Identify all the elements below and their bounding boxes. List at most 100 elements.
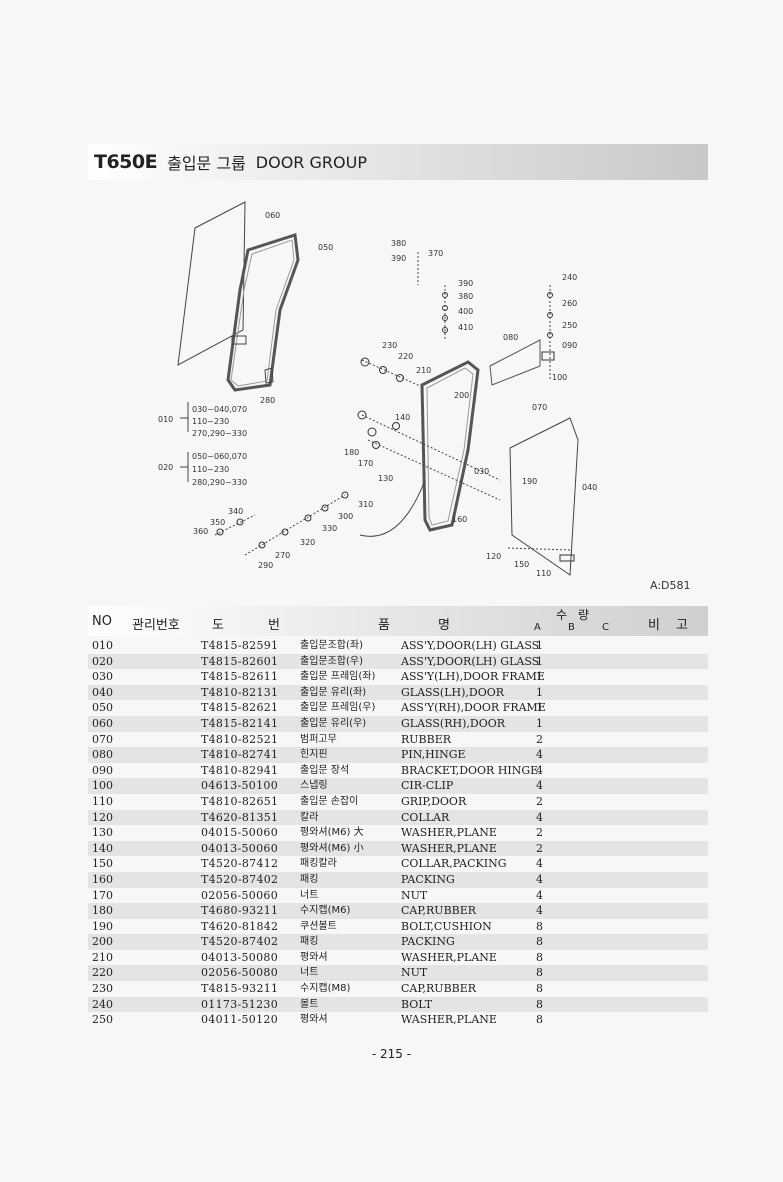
part-no-cell: 200 (92, 935, 113, 949)
part-number-cell: T4815-82621 (201, 701, 279, 715)
callout-280: 280 (260, 396, 275, 405)
part-no-cell: 120 (92, 810, 113, 824)
part-number-cell: T4815-82141 (201, 716, 279, 730)
door-frame-lh (226, 233, 300, 392)
hardware-part (442, 305, 448, 311)
korean-name-cell: 출입문 프레임(우) (300, 702, 376, 714)
part-no-cell: 060 (92, 716, 113, 730)
quantity-a-cell: 4 (536, 810, 543, 824)
callout-350: 350 (210, 518, 225, 527)
korean-name-cell: 패킹 (300, 873, 319, 885)
korean-name-cell: 수지캡(M8) (300, 983, 351, 995)
part-no-cell: 230 (92, 982, 113, 996)
part-no-cell: 210 (92, 950, 113, 964)
quantity-a-cell: 8 (536, 1013, 543, 1027)
part-number-cell: T4680-93211 (201, 904, 279, 918)
washer-210 (396, 374, 404, 382)
header-do: 도 (212, 618, 224, 633)
korean-name-cell: 힌지핀 (300, 749, 328, 761)
quantity-a-cell: 8 (536, 966, 543, 980)
part-no-cell: 140 (92, 841, 113, 855)
part-number-cell: T4810-82741 (201, 748, 279, 762)
callout-130: 130 (378, 474, 393, 483)
english-name-cell: PACKING (401, 935, 455, 949)
group-010-line-3: 270,290~330 (192, 429, 247, 438)
part-number-cell: T4520-87412 (201, 857, 279, 871)
english-name-cell: WASHER,PLANE (401, 950, 497, 964)
part-number-cell: T4815-82611 (201, 670, 279, 684)
quantity-a-cell: 4 (536, 763, 543, 777)
callout-170: 170 (358, 459, 373, 468)
callout-390: 390 (391, 254, 406, 263)
english-name-cell: PACKING (401, 872, 455, 886)
part-number-cell: T4620-81351 (201, 810, 279, 824)
quantity-a-cell: 1 (536, 716, 543, 730)
english-name-cell: CAP,RUBBER (401, 904, 477, 918)
hardware-part (442, 327, 448, 333)
callout-110: 110 (536, 569, 551, 578)
hinge-bracket-090 (541, 351, 555, 361)
grip-110 (559, 554, 575, 562)
cap-180 (357, 410, 367, 420)
header-c: C (602, 622, 609, 633)
callout-220: 220 (398, 352, 413, 361)
quantity-a-cell: 8 (536, 935, 543, 949)
korean-name-cell: 출입문 손잡이 (300, 795, 359, 807)
exploded-parts-diagram: 060 050 380 390 370 390 380 400 410 240 … (100, 190, 700, 600)
header-no: NO (92, 614, 112, 629)
fastener-line (361, 414, 501, 481)
part-number-cell: T4815-82591 (201, 639, 279, 652)
korean-name-cell: 쿠션볼트 (300, 920, 337, 932)
callout-060: 060 (265, 211, 280, 220)
handle-lh (231, 335, 247, 345)
model-name: T650E (94, 151, 158, 173)
callout-100: 100 (552, 373, 567, 382)
hardware-part (547, 312, 553, 318)
title-english: DOOR GROUP (255, 152, 367, 172)
washer-140 (392, 422, 400, 430)
quantity-a-cell: 2 (536, 732, 543, 746)
hardware-part (442, 292, 448, 298)
hardware-part (547, 292, 553, 298)
korean-name-cell: 출입문 유리(좌) (300, 686, 367, 698)
diagram-svg: 060 050 380 390 370 390 380 400 410 240 … (158, 201, 597, 578)
header-b: B (568, 622, 575, 633)
english-name-cell: CIR-CLIP (401, 779, 454, 793)
quantity-a-cell: 1 (536, 639, 543, 652)
callout-140: 140 (395, 413, 410, 422)
callout-290: 290 (258, 561, 273, 570)
hardware-part (547, 332, 553, 338)
header-su: 수 (556, 608, 568, 622)
part-number-cell: 02056-50060 (201, 888, 279, 902)
korean-name-cell: 패킹칼라 (300, 858, 337, 870)
callout-090: 090 (562, 341, 577, 350)
korean-name-cell: 패킹 (300, 936, 319, 948)
english-name-cell: BOLT (401, 997, 433, 1011)
washer-130 (372, 441, 380, 449)
callout-040: 040 (582, 483, 597, 492)
part-no-cell: 020 (92, 654, 113, 668)
callout-240: 240 (562, 273, 577, 282)
hardware-part (442, 315, 448, 321)
english-name-cell: WASHER,PLANE (401, 826, 497, 840)
part-no-cell: 080 (92, 748, 113, 762)
korean-name-cell: 너트 (300, 967, 319, 979)
korean-name-cell: 평와셔(M6) 大 (300, 827, 364, 839)
part-number-cell: T4810-82651 (201, 794, 279, 808)
part-330 (304, 514, 312, 522)
english-name-cell: BRACKET,DOOR HINGE (401, 763, 539, 777)
part-no-cell: 150 (92, 857, 113, 871)
hinge-bracket (489, 339, 541, 386)
callout-380: 380 (391, 239, 406, 248)
callout-360: 360 (193, 527, 208, 536)
quantity-a-cell: 4 (536, 779, 543, 793)
bumper-280 (264, 367, 274, 384)
korean-name-cell: 출입문 장석 (300, 764, 350, 776)
